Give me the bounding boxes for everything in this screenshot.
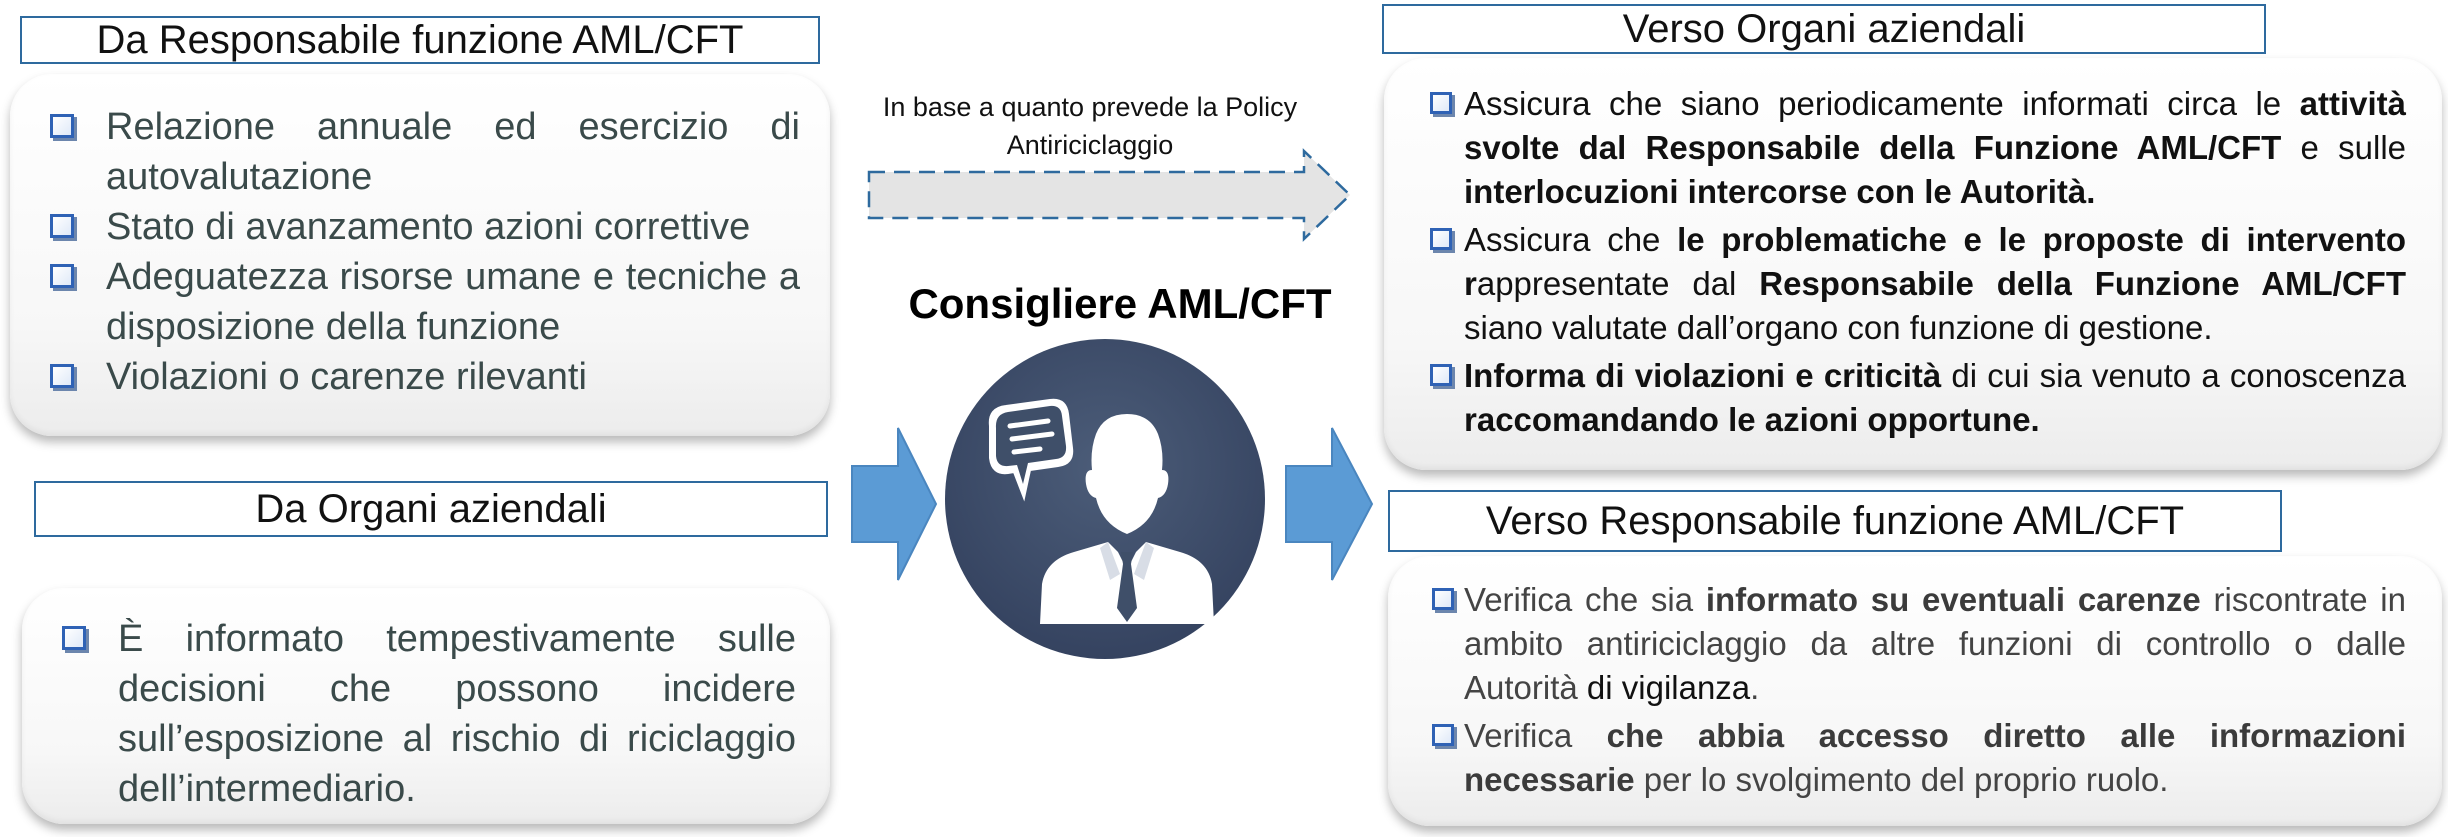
list-item-text: Assicura che le problematiche e le propo…	[1464, 221, 2406, 346]
list-item: Relazione annuale ed esercizio di autova…	[50, 102, 800, 202]
list-item-text: Violazioni o carenze rilevanti	[106, 356, 587, 398]
from-organi-card: È informato tempestivamente sulle decisi…	[22, 588, 830, 824]
list-item-text: Relazione annuale ed esercizio di autova…	[106, 106, 800, 198]
dashed-arrow	[867, 148, 1352, 242]
to-aml-title: Verso Responsabile funzione AML/CFT	[1388, 490, 2282, 552]
from-aml-title: Da Responsabile funzione AML/CFT	[20, 16, 820, 64]
from-organi-title: Da Organi aziendali	[34, 481, 828, 537]
from-aml-list: Relazione annuale ed esercizio di autova…	[50, 102, 800, 402]
checkbox-bullet-icon	[1432, 724, 1454, 746]
list-item-text: Adeguatezza risorse umane e tecniche a d…	[106, 256, 800, 348]
checkbox-bullet-icon	[1430, 228, 1452, 250]
left-flow-arrow	[851, 427, 938, 581]
to-aml-list: Verifica che sia informato su eventuali …	[1432, 578, 2406, 802]
right-flow-arrow	[1285, 427, 1374, 581]
policy-arrow-label: In base a quanto prevede la Policy Antir…	[882, 92, 1298, 160]
list-item: È informato tempestivamente sulle decisi…	[62, 614, 796, 814]
list-item: Verifica che abbia accesso diretto alle …	[1432, 714, 2406, 802]
person-icon	[1040, 414, 1214, 624]
to-aml-card: Verifica che sia informato su eventuali …	[1388, 556, 2442, 826]
checkbox-bullet-icon	[1432, 588, 1454, 610]
checkbox-bullet-icon	[50, 214, 74, 238]
checkbox-bullet-icon	[1430, 92, 1452, 114]
to-organi-title: Verso Organi aziendali	[1382, 4, 2266, 54]
speech-bubble-icon	[988, 398, 1074, 502]
to-organi-list: Assicura che siano periodicamente inform…	[1430, 82, 2406, 442]
list-item-text: Verifica che sia informato su eventuali …	[1464, 581, 2406, 706]
checkbox-bullet-icon	[1430, 364, 1452, 386]
consigliere-avatar	[945, 339, 1265, 659]
list-item-text: Assicura che siano periodicamente inform…	[1464, 85, 2406, 210]
center-title: Consigliere AML/CFT	[908, 280, 1332, 327]
list-item-text: È informato tempestivamente sulle decisi…	[118, 618, 796, 810]
checkbox-bullet-icon	[50, 114, 74, 138]
list-item-text: Verifica che abbia accesso diretto alle …	[1464, 717, 2406, 798]
list-item: Assicura che siano periodicamente inform…	[1430, 82, 2406, 214]
list-item: Informa di violazioni e criticità di cui…	[1430, 354, 2406, 442]
list-item-text: Informa di violazioni e criticità di cui…	[1464, 357, 2406, 438]
to-organi-card: Assicura che siano periodicamente inform…	[1384, 58, 2442, 470]
from-aml-card: Relazione annuale ed esercizio di autova…	[10, 74, 830, 436]
list-item: Verifica che sia informato su eventuali …	[1432, 578, 2406, 710]
list-item: Assicura che le problematiche e le propo…	[1430, 218, 2406, 350]
from-organi-list: È informato tempestivamente sulle decisi…	[62, 614, 796, 814]
checkbox-bullet-icon	[62, 626, 86, 650]
checkbox-bullet-icon	[50, 264, 74, 288]
list-item: Stato di avanzamento azioni correttive	[50, 202, 800, 252]
list-item: Adeguatezza risorse umane e tecniche a d…	[50, 252, 800, 352]
checkbox-bullet-icon	[50, 364, 74, 388]
list-item-text: Stato di avanzamento azioni correttive	[106, 206, 751, 248]
list-item: Violazioni o carenze rilevanti	[50, 352, 800, 402]
